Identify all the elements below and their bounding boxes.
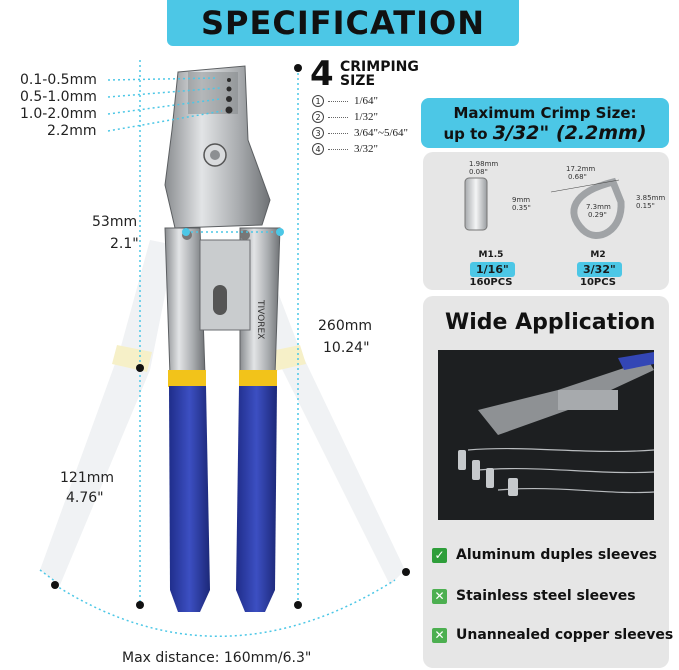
check-icon: ✓ bbox=[432, 547, 447, 563]
jaw-width-in: 2.1" bbox=[110, 236, 139, 252]
application-item-2: ✕ Stainless steel sleeves bbox=[432, 588, 636, 604]
size-label-1: 0.1-0.5mm bbox=[20, 72, 97, 88]
components-panel bbox=[423, 152, 669, 290]
application-photo bbox=[438, 350, 654, 520]
size-label-3: 1.0-2.0mm bbox=[20, 106, 97, 122]
length-in: 10.24" bbox=[323, 340, 370, 356]
handle-length-mm: 121mm bbox=[60, 470, 114, 486]
circle-number: 4 bbox=[312, 143, 324, 155]
handle-left-steel bbox=[164, 227, 206, 376]
size-label-2: 0.5-1.0mm bbox=[20, 89, 97, 105]
circle-number: 3 bbox=[312, 127, 324, 139]
brand-text: TIVOREX bbox=[255, 299, 265, 339]
ghost-handle-right bbox=[240, 240, 405, 585]
crimp-word-1: CRIMPING bbox=[340, 59, 419, 75]
max-crimp-title: Maximum Crimp Size: bbox=[453, 104, 637, 122]
thimble-model: M2 bbox=[590, 250, 606, 260]
application-item-1: ✓ Aluminum duples sleeves bbox=[432, 547, 657, 563]
crimp-word-2: SIZE bbox=[340, 73, 376, 89]
cross-icon: ✕ bbox=[432, 588, 447, 604]
jaw-width-mm: 53mm bbox=[92, 214, 138, 230]
components-illustration bbox=[464, 177, 625, 239]
cross-icon: ✕ bbox=[432, 627, 447, 643]
length-mm: 260mm bbox=[318, 318, 372, 334]
sleeve-count: 160PCS bbox=[469, 277, 513, 288]
sleeve-size-badge: 1/16" bbox=[470, 262, 515, 277]
max-crimp-value: up to 3/32" (2.2mm) bbox=[443, 122, 647, 144]
thimble-size-badge: 3/32" bbox=[577, 262, 622, 277]
grip-left bbox=[169, 386, 210, 612]
sleeve-model: M1.5 bbox=[478, 250, 504, 260]
thimble-icon bbox=[570, 177, 625, 239]
max-crimp-box: Maximum Crimp Size: up to 3/32" (2.2mm) bbox=[421, 98, 669, 148]
crimp-count: 4 bbox=[310, 54, 334, 94]
circle-number: 1 bbox=[312, 95, 324, 107]
header-banner: SPECIFICATION bbox=[167, 0, 519, 46]
handle-length-in: 4.76" bbox=[66, 490, 104, 506]
grip-right bbox=[236, 386, 277, 612]
thimble-count: 10PCS bbox=[580, 277, 616, 288]
link-plate bbox=[199, 239, 251, 331]
size-label-4: 2.2mm bbox=[47, 123, 97, 139]
ghost-handle-left bbox=[40, 240, 175, 585]
cable-loops bbox=[467, 447, 654, 494]
handle-band-right bbox=[239, 370, 277, 387]
application-item-3: ✕ Unannealed copper sleeves bbox=[432, 627, 673, 643]
max-distance-label: Max distance: 160mm/6.3" bbox=[122, 650, 312, 666]
application-title: Wide Application bbox=[445, 310, 656, 335]
handle-band-left bbox=[168, 370, 206, 387]
crimp-holes bbox=[225, 78, 233, 114]
page-title: SPECIFICATION bbox=[201, 4, 485, 42]
circle-number: 2 bbox=[312, 111, 324, 123]
sleeve-icon bbox=[464, 177, 488, 231]
